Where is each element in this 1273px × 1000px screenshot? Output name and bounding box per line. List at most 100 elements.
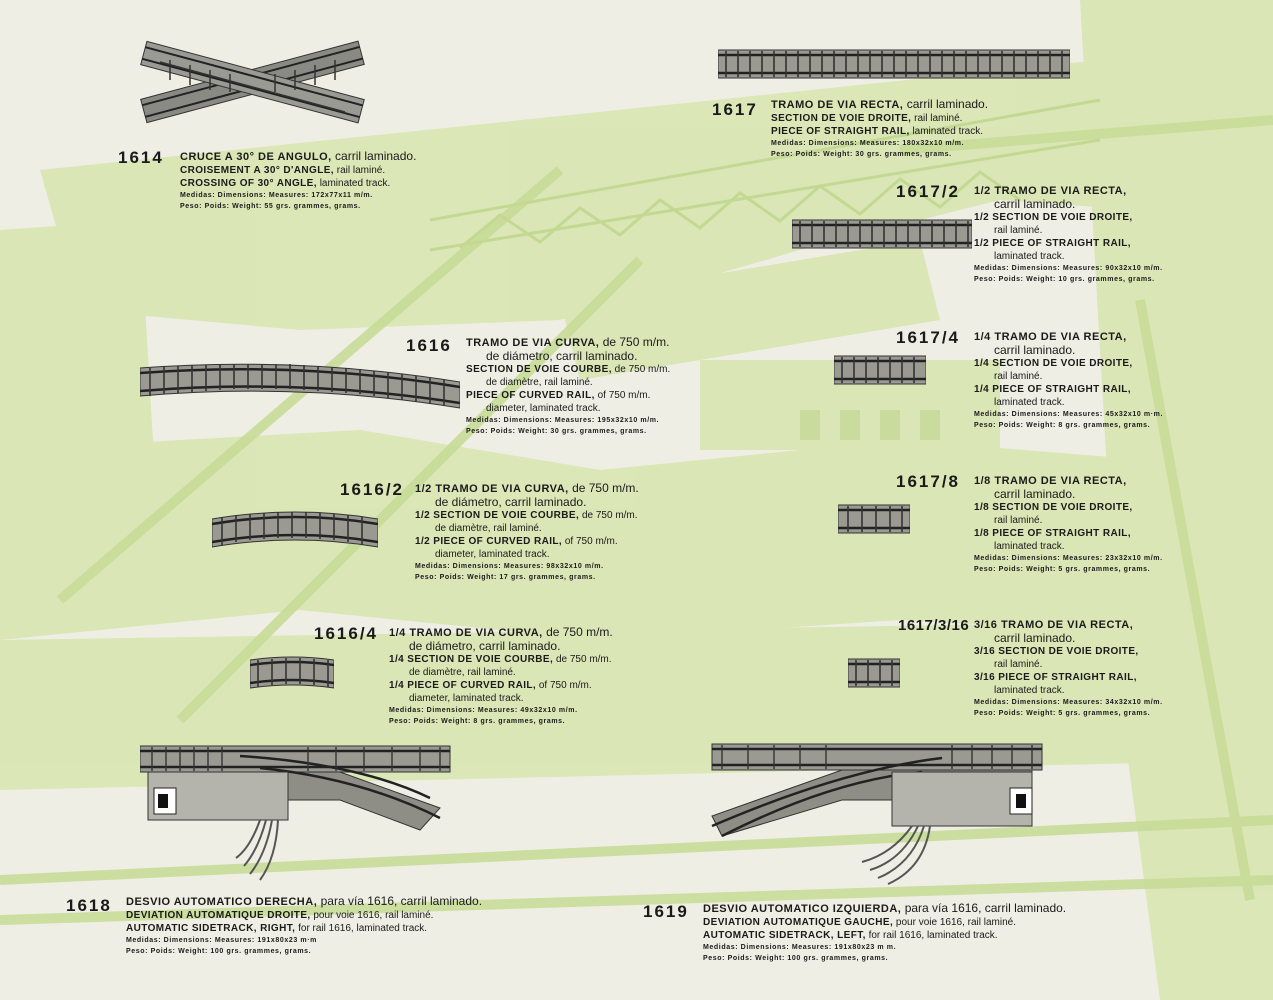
product-number: 1616/4 <box>314 624 378 643</box>
product-description: TRAMO DE VIA CURVA, de 750 m/m. de diáme… <box>466 336 670 437</box>
title-fr: 1/2 SECTION DE VOIE COURBE, <box>415 510 580 521</box>
title-fr: SECTION DE VOIE COURBE, <box>466 364 612 375</box>
title-fr-rest: de 750 m/m. <box>614 364 671 375</box>
title-en-rest: laminated track. <box>994 685 1065 696</box>
title-es-rest: carril laminado. <box>994 631 1076 645</box>
title-es: 1/2 TRAMO DE VIA RECTA, <box>974 185 1127 197</box>
dimensions: Medidas: Dimensions: Measures: 49x32x10 … <box>389 707 578 714</box>
curved-rail-image <box>139 356 461 419</box>
title-es-rest-2: de diámetro, carril laminado. <box>435 495 587 509</box>
weight: Peso: Poids: Weight: 30 grs. grammes, gr… <box>466 428 647 435</box>
title-fr: CROISEMENT A 30° D'ANGLE, <box>180 165 334 176</box>
title-es: 1/4 TRAMO DE VIA CURVA, <box>389 627 543 639</box>
title-fr: 1/4 SECTION DE VOIE DROITE, <box>974 358 1133 369</box>
title-en: PIECE OF CURVED RAIL, <box>466 390 595 401</box>
title-en-rest: for rail 1616, laminated track. <box>868 930 998 941</box>
weight: Peso: Poids: Weight: 100 grs. grammes, g… <box>703 955 889 962</box>
product-description: 1/4 TRAMO DE VIA CURVA, de 750 m/m. de d… <box>389 626 613 727</box>
dimensions: Medidas: Dimensions: Measures: 195x32x10… <box>466 417 660 424</box>
title-fr-rest: rail laminé. <box>994 659 1043 670</box>
title-fr-rest: de 750 m/m. <box>581 510 638 521</box>
product-description: DESVIO AUTOMATICO DERECHA, para vía 1616… <box>126 895 482 957</box>
title-en-rest: of 750 m/m. <box>564 536 618 547</box>
weight: Peso: Poids: Weight: 8 grs. grammes, gra… <box>389 718 566 725</box>
product-description: 1/2 TRAMO DE VIA RECTA, carril laminado.… <box>974 184 1163 285</box>
dimensions: Medidas: Dimensions: Measures: 180x32x10… <box>771 140 965 147</box>
title-en-rest: laminated track. <box>994 251 1065 262</box>
product-description: 1/8 TRAMO DE VIA RECTA, carril laminado.… <box>974 474 1163 575</box>
dimensions: Medidas: Dimensions: Measures: 98x32x10 … <box>415 563 604 570</box>
title-fr-rest: rail laminé. <box>914 113 963 124</box>
title-fr: DEVIATION AUTOMATIQUE DROITE, <box>126 910 311 921</box>
weight: Peso: Poids: Weight: 100 grs. grammes, g… <box>126 948 312 955</box>
dimensions: Medidas: Dimensions: Measures: 34x32x10 … <box>974 699 1163 706</box>
title-fr: 1/4 SECTION DE VOIE COURBE, <box>389 654 554 665</box>
title-en-rest: laminated track. <box>319 178 391 189</box>
title-fr: DEVIATION AUTOMATIQUE GAUCHE, <box>703 917 894 928</box>
title-es-rest: carril laminado. <box>906 97 989 111</box>
weight: Peso: Poids: Weight: 5 grs. grammes, gra… <box>974 566 1151 573</box>
product-description: CRUCE A 30° DE ANGULO, carril laminado. … <box>180 150 416 212</box>
weight: Peso: Poids: Weight: 30 grs. grammes, gr… <box>771 151 952 158</box>
dimensions: Medidas: Dimensions: Measures: 191x80x23… <box>126 937 317 944</box>
title-es-rest: carril laminado. <box>994 487 1076 501</box>
title-es-rest: carril laminado. <box>994 343 1076 357</box>
title-es-rest: carril laminado. <box>994 197 1076 211</box>
weight: Peso: Poids: Weight: 5 grs. grammes, gra… <box>974 710 1151 717</box>
title-en: 1/4 PIECE OF CURVED RAIL, <box>389 680 537 691</box>
weight: Peso: Poids: Weight: 55 grs. grammes, gr… <box>180 203 361 210</box>
product-number: 1618 <box>66 896 112 915</box>
product-number: 1617/2 <box>896 182 960 201</box>
title-en-rest: laminated track. <box>994 541 1065 552</box>
title-es: DESVIO AUTOMATICO IZQUIERDA, <box>703 903 902 915</box>
title-en: CROSSING OF 30° ANGLE, <box>180 178 317 189</box>
title-es-rest: carril laminado. <box>335 149 417 163</box>
title-es-rest-2: de diámetro, carril laminado. <box>486 349 638 363</box>
dimensions: Medidas: Dimensions: Measures: 90x32x10 … <box>974 265 1163 272</box>
product-number: 1617/4 <box>896 328 960 347</box>
title-fr: 1/2 SECTION DE VOIE DROITE, <box>974 212 1133 223</box>
title-fr-rest: rail laminé. <box>994 371 1043 382</box>
product-number: 1616/2 <box>340 480 404 499</box>
title-fr: 1/8 SECTION DE VOIE DROITE, <box>974 502 1133 513</box>
product-description: TRAMO DE VIA RECTA, carril laminado. SEC… <box>771 98 988 160</box>
dimensions: Medidas: Dimensions: Measures: 191x80x23… <box>703 944 897 951</box>
title-es: TRAMO DE VIA CURVA, <box>466 337 600 349</box>
product-number: 1616 <box>406 336 452 355</box>
title-en-rest: for rail 1616, laminated track. <box>298 923 428 934</box>
product-number: 1617 <box>712 100 758 119</box>
title-fr-rest-2: de diamètre, rail laminé. <box>486 377 593 388</box>
title-en-rest: laminated track. <box>994 397 1065 408</box>
title-fr-rest: pour voie 1616, rail laminé. <box>313 910 434 921</box>
title-es: DESVIO AUTOMATICO DERECHA, <box>126 896 318 908</box>
weight: Peso: Poids: Weight: 17 grs. grammes, gr… <box>415 574 596 581</box>
dimensions: Medidas: Dimensions: Measures: 23x32x10 … <box>974 555 1163 562</box>
title-en: 1/2 PIECE OF STRAIGHT RAIL, <box>974 238 1131 249</box>
title-es: 1/4 TRAMO DE VIA RECTA, <box>974 331 1127 343</box>
title-en-rest: laminated track. <box>912 126 984 137</box>
title-fr-rest: rail laminé. <box>994 225 1043 236</box>
title-es-rest-2: de diámetro, carril laminado. <box>409 639 561 653</box>
dimensions: Medidas: Dimensions: Measures: 45x32x10 … <box>974 411 1164 418</box>
title-es: 1/8 TRAMO DE VIA RECTA, <box>974 475 1127 487</box>
product-description: DESVIO AUTOMATICO IZQUIERDA, para vía 16… <box>703 902 1066 964</box>
title-en: 1/2 PIECE OF CURVED RAIL, <box>415 536 563 547</box>
three-sixteenths-straight-rail-image <box>847 650 901 701</box>
automatic-sidetrack-right-image <box>139 738 455 893</box>
product-description: 1/2 TRAMO DE VIA CURVA, de 750 m/m. de d… <box>415 482 639 583</box>
title-en-rest-2: diameter, laminated track. <box>409 693 524 704</box>
title-es-rest: de 750 m/m. <box>602 335 670 349</box>
title-en: AUTOMATIC SIDETRACK, RIGHT, <box>126 923 296 934</box>
title-fr-rest: rail laminé. <box>994 515 1043 526</box>
title-es: TRAMO DE VIA RECTA, <box>771 99 904 111</box>
title-en: 1/8 PIECE OF STRAIGHT RAIL, <box>974 528 1131 539</box>
title-en-rest-2: diameter, laminated track. <box>486 403 601 414</box>
quarter-curved-rail-image <box>249 650 335 699</box>
title-es: 3/16 TRAMO DE VIA RECTA, <box>974 619 1134 631</box>
title-fr-rest: de 750 m/m. <box>555 654 612 665</box>
title-es: 1/2 TRAMO DE VIA CURVA, <box>415 483 569 495</box>
title-es: CRUCE A 30° DE ANGULO, <box>180 151 332 163</box>
dimensions: Medidas: Dimensions: Measures: 172x77x11… <box>180 192 373 199</box>
title-en-rest: of 750 m/m. <box>538 680 592 691</box>
